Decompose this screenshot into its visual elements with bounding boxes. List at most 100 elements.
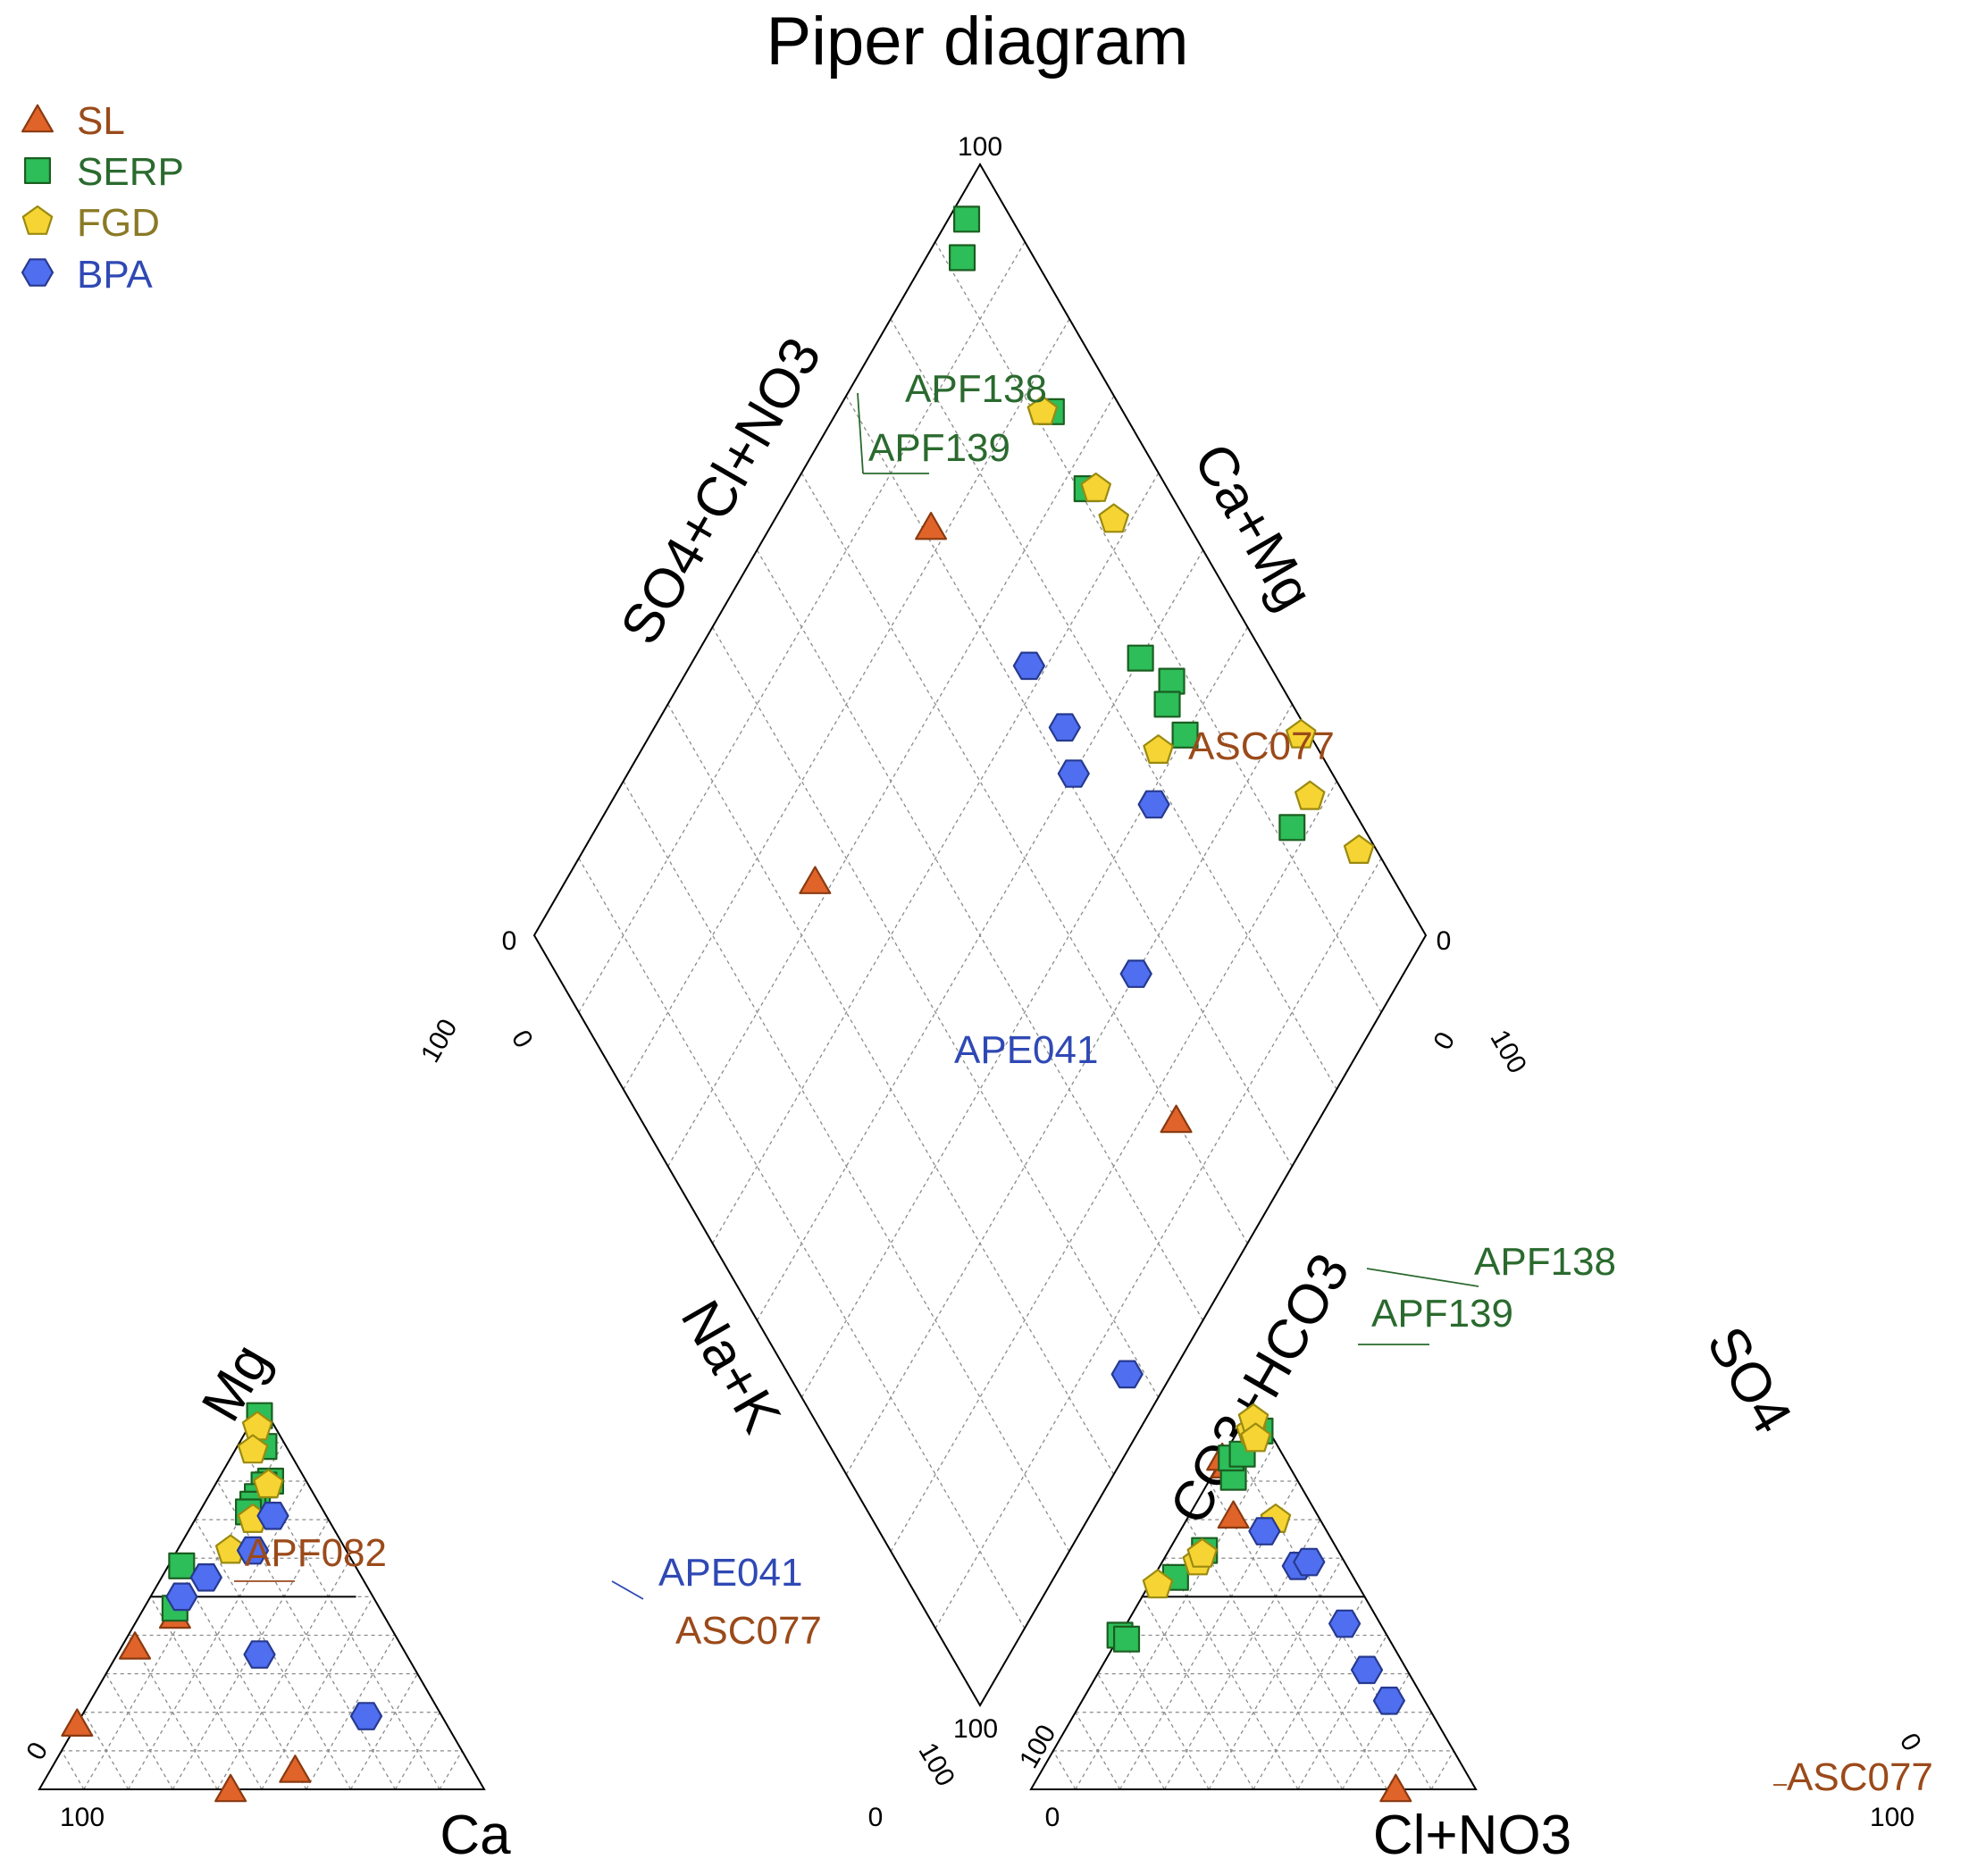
tick-label: 100 <box>953 1714 998 1744</box>
point-serp-cation <box>168 1552 196 1579</box>
point-bpa-diamond <box>1137 790 1170 819</box>
data-point-layer <box>61 205 1412 1803</box>
grid-line <box>1052 1750 1077 1790</box>
point-bpa-cation <box>256 1501 289 1530</box>
diamond-frame <box>532 163 1428 1707</box>
legend: SL SERP FGD BPA <box>21 99 184 297</box>
grid-line <box>756 549 1204 1321</box>
grid-line <box>149 1596 263 1790</box>
chart-title: Piper diagram <box>766 4 1188 80</box>
point-sl-diamond <box>799 866 832 894</box>
legend-hexagon-icon <box>21 258 54 287</box>
point-bpa-anion <box>1350 1655 1384 1685</box>
grid-line <box>172 1519 330 1790</box>
grid-line <box>194 1519 352 1790</box>
legend-item-fgd: FGD <box>21 201 160 245</box>
annotation-ape041-cation: APE041 <box>658 1551 802 1595</box>
leader-line <box>857 392 864 474</box>
legend-item-bpa: BPA <box>21 253 153 297</box>
grid-line <box>712 473 1160 1244</box>
point-serp-diamond <box>952 205 981 233</box>
grid-line <box>800 626 1248 1398</box>
triangle-icon <box>21 104 54 133</box>
point-sl-cation <box>119 1631 152 1660</box>
tick-label: 100 <box>912 1738 960 1791</box>
grid-line <box>578 241 1026 1013</box>
grid-line <box>934 241 1382 1013</box>
grid-line <box>1430 1750 1454 1790</box>
grid-line <box>1208 1480 1387 1790</box>
point-bpa-anion <box>1328 1609 1362 1638</box>
point-serp-anion <box>1112 1625 1141 1653</box>
point-fgd-anion <box>1186 1537 1219 1568</box>
point-fgd-diamond <box>1026 395 1059 425</box>
legend-label-bpa: BPA <box>77 253 153 297</box>
point-fgd-diamond <box>1143 733 1174 765</box>
tick-label: 0 <box>506 1026 539 1053</box>
grid-line <box>667 396 1115 1167</box>
axis-title-ca: Ca <box>440 1805 511 1866</box>
annotation-apf138-anion: APF138 <box>1474 1240 1616 1284</box>
annotation-apf139-diamond: APF139 <box>868 426 1010 470</box>
point-bpa-diamond <box>1057 759 1090 788</box>
grid-line <box>1119 1480 1299 1790</box>
annotation-apf138-diamond: APF138 <box>905 367 1047 411</box>
tick-label: 100 <box>60 1803 105 1832</box>
point-serp-diamond <box>1171 721 1199 749</box>
grid-line <box>239 1442 440 1790</box>
grid-line <box>83 1712 130 1790</box>
point-fgd-diamond <box>1343 834 1375 865</box>
point-sl-cation <box>214 1773 247 1803</box>
tick-label: 100 <box>958 132 1002 162</box>
grid-line <box>61 1750 85 1790</box>
point-bpa-anion <box>1372 1686 1406 1715</box>
point-bpa-diamond <box>1110 1360 1144 1389</box>
grid-line <box>1342 1673 1410 1790</box>
grid-line <box>712 626 1160 1398</box>
point-bpa-cation <box>165 1582 198 1612</box>
axis-title-co3-hco3: CO3+HCO3 <box>1158 1244 1362 1534</box>
grid-line <box>623 781 1070 1552</box>
point-bpa-cation <box>349 1702 383 1730</box>
grid-line <box>800 473 1248 1244</box>
point-bpa-anion <box>1293 1547 1326 1577</box>
annotation-apf139-anion: APF139 <box>1371 1292 1513 1336</box>
point-fgd-diamond <box>1285 718 1317 749</box>
point-serp-diamond <box>1278 814 1306 842</box>
legend-label-sl: SL <box>77 99 125 143</box>
leader-line <box>1366 1268 1479 1287</box>
grid-line <box>261 1596 374 1790</box>
grid-line <box>1097 1673 1165 1790</box>
point-bpa-diamond <box>1012 651 1046 681</box>
point-fgd-anion <box>1240 1422 1271 1453</box>
grid-line <box>128 1480 307 1790</box>
point-sl-anion <box>1217 1500 1250 1529</box>
legend-item-serp: SERP <box>24 150 184 194</box>
annotation-asc077-cation: ASC077 <box>675 1609 822 1653</box>
point-serp-diamond <box>948 244 976 272</box>
legend-label-serp: SERP <box>77 150 184 194</box>
grid-line <box>1119 1635 1210 1790</box>
grid-line <box>1253 1596 1366 1790</box>
point-serp-diamond <box>1153 691 1181 718</box>
annotation-asc077-anion: ASC077 <box>1787 1755 1933 1799</box>
leader-line-layer <box>234 392 1787 1786</box>
grid-line <box>890 319 1337 1090</box>
point-sl-cation <box>61 1708 94 1738</box>
legend-item-sl: SL <box>21 99 125 143</box>
point-fgd-cation <box>237 1434 269 1464</box>
grid-line <box>1230 1442 1432 1790</box>
point-sl-anion <box>1379 1773 1412 1803</box>
point-sl-diamond <box>915 511 948 540</box>
axis-title-cl-no3: Cl+NO3 <box>1373 1805 1571 1866</box>
point-serp-diamond <box>1158 667 1186 695</box>
tick-label: 0 <box>1894 1729 1927 1756</box>
grid-line <box>128 1635 218 1790</box>
tick-label: 100 <box>415 1014 464 1068</box>
point-bpa-cation <box>236 1536 270 1565</box>
tick-label: 100 <box>1014 1720 1062 1773</box>
tick-label: 0 <box>1428 1027 1461 1055</box>
tick-label: 0 <box>502 926 517 956</box>
grid-line <box>1141 1596 1254 1790</box>
